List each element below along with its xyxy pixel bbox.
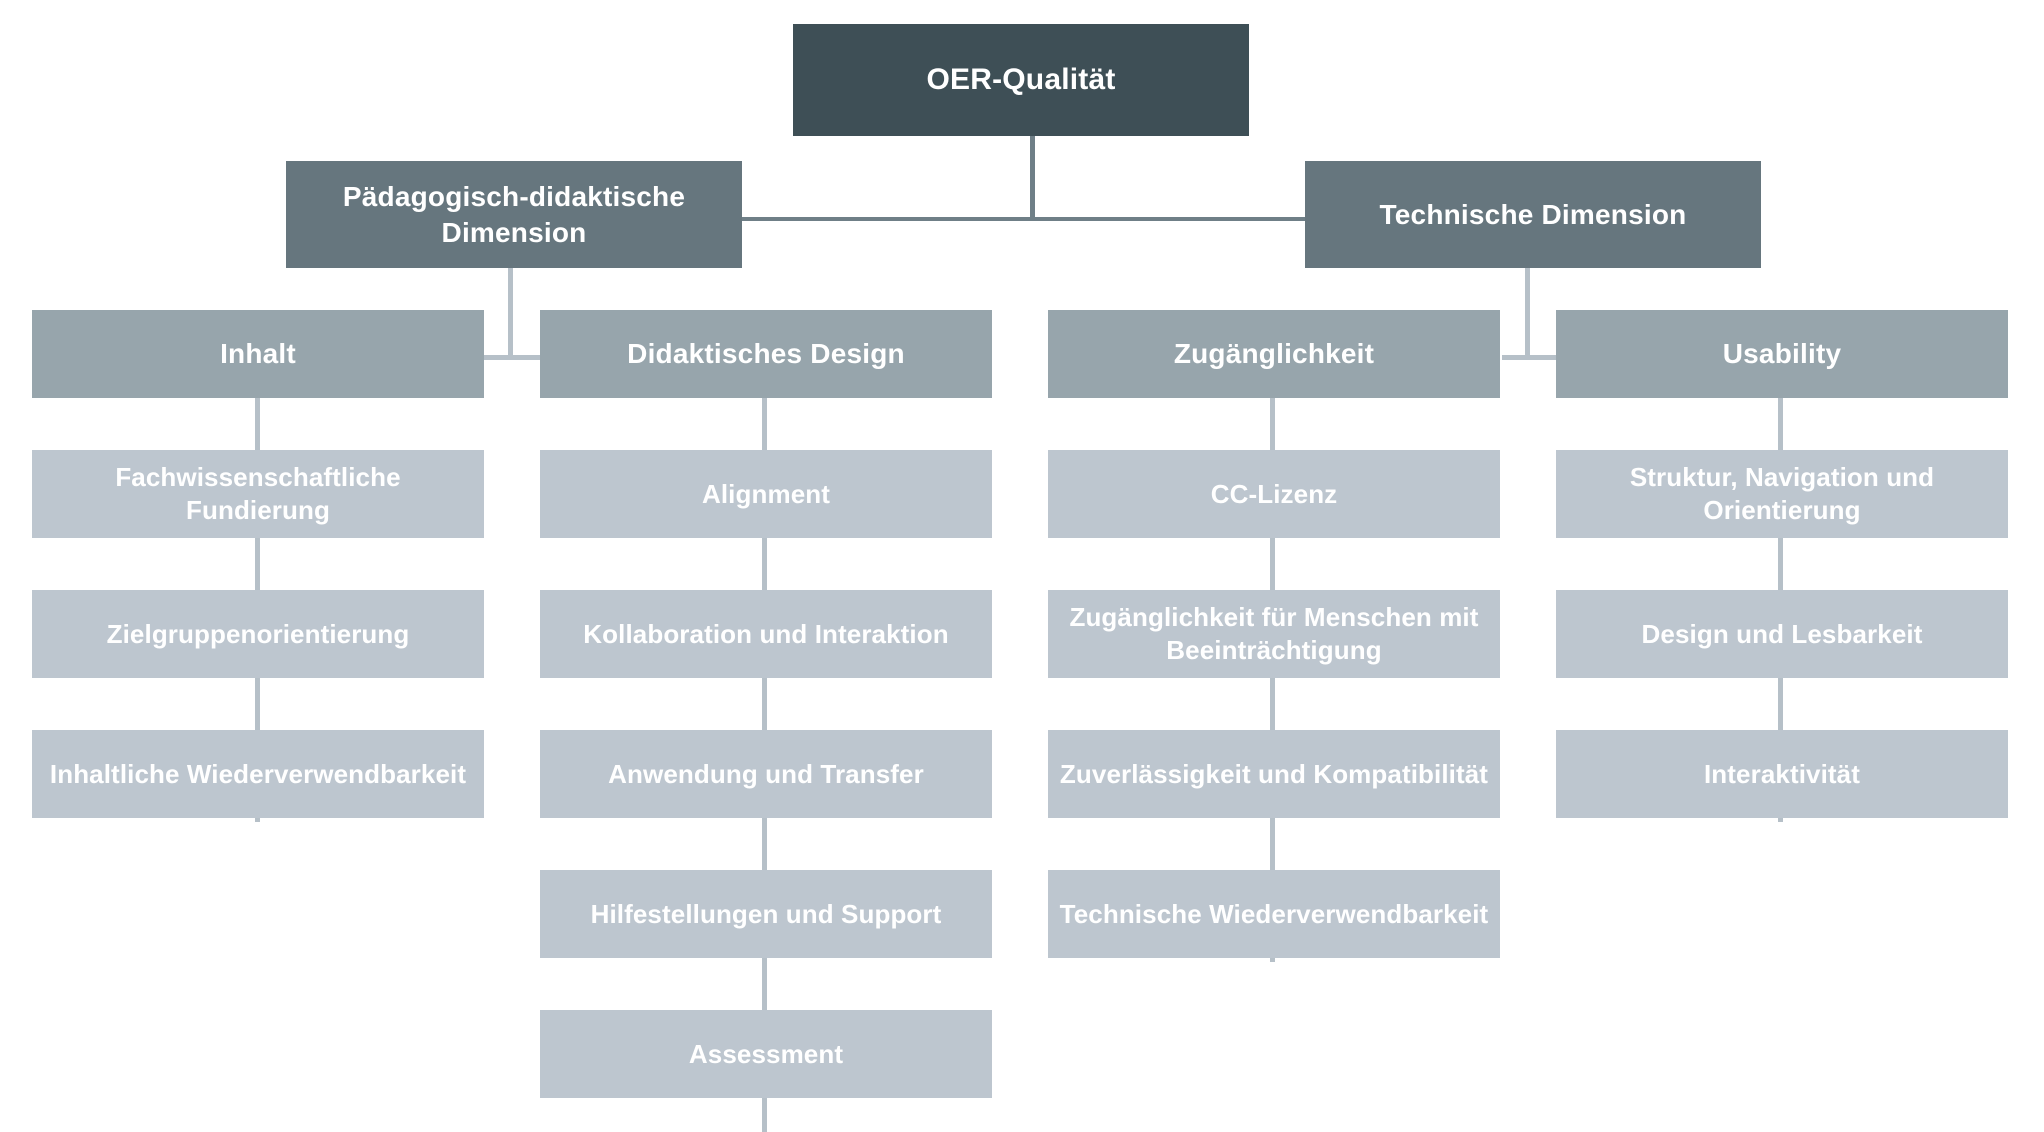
leaf-item[interactable]: Anwendung und Transfer	[540, 730, 992, 818]
connector-pedagogical-category-bar	[484, 355, 540, 360]
leaf-item[interactable]: CC-Lizenz	[1048, 450, 1500, 538]
leaf-item[interactable]: Hilfestellungen und Support	[540, 870, 992, 958]
node-dimension-paedagogisch-didaktisch[interactable]: Pädagogisch-didaktische Dimension	[286, 161, 742, 268]
node-category-zugaenglichkeit[interactable]: Zugänglichkeit	[1048, 310, 1500, 398]
node-category-usability[interactable]: Usability	[1556, 310, 2008, 398]
leaf-item[interactable]: Fachwissenschaftliche Fundierung	[32, 450, 484, 538]
node-dimension-technisch[interactable]: Technische Dimension	[1305, 161, 1761, 268]
leaf-item[interactable]: Alignment	[540, 450, 992, 538]
leaf-item[interactable]: Zuverlässigkeit und Kompatibilität	[1048, 730, 1500, 818]
leaf-item[interactable]: Assessment	[540, 1010, 992, 1098]
leaf-item[interactable]: Kollaboration und Interaktion	[540, 590, 992, 678]
connector-column-3-spine	[1270, 398, 1275, 962]
connector-pedagogical-down	[508, 268, 513, 360]
connector-technical-category-bar	[1502, 355, 1558, 360]
leaf-item[interactable]: Technische Wiederverwendbarkeit	[1048, 870, 1500, 958]
node-root-oer-qualitaet[interactable]: OER-Qualität	[793, 24, 1249, 136]
leaf-item[interactable]: Zielgruppenorientierung	[32, 590, 484, 678]
leaf-item[interactable]: Inhaltliche Wiederverwendbarkeit	[32, 730, 484, 818]
node-category-inhalt[interactable]: Inhalt	[32, 310, 484, 398]
leaf-item[interactable]: Struktur, Navigation und Orientierung	[1556, 450, 2008, 538]
node-category-didaktisches-design[interactable]: Didaktisches Design	[540, 310, 992, 398]
leaf-item[interactable]: Interaktivität	[1556, 730, 2008, 818]
leaf-item[interactable]: Zugänglichkeit für Menschen mit Beeinträ…	[1048, 590, 1500, 678]
connector-technical-down	[1525, 268, 1530, 360]
connector-root-vertical	[1030, 136, 1035, 220]
connector-dimension-spine	[742, 217, 1305, 221]
leaf-item[interactable]: Design und Lesbarkeit	[1556, 590, 2008, 678]
